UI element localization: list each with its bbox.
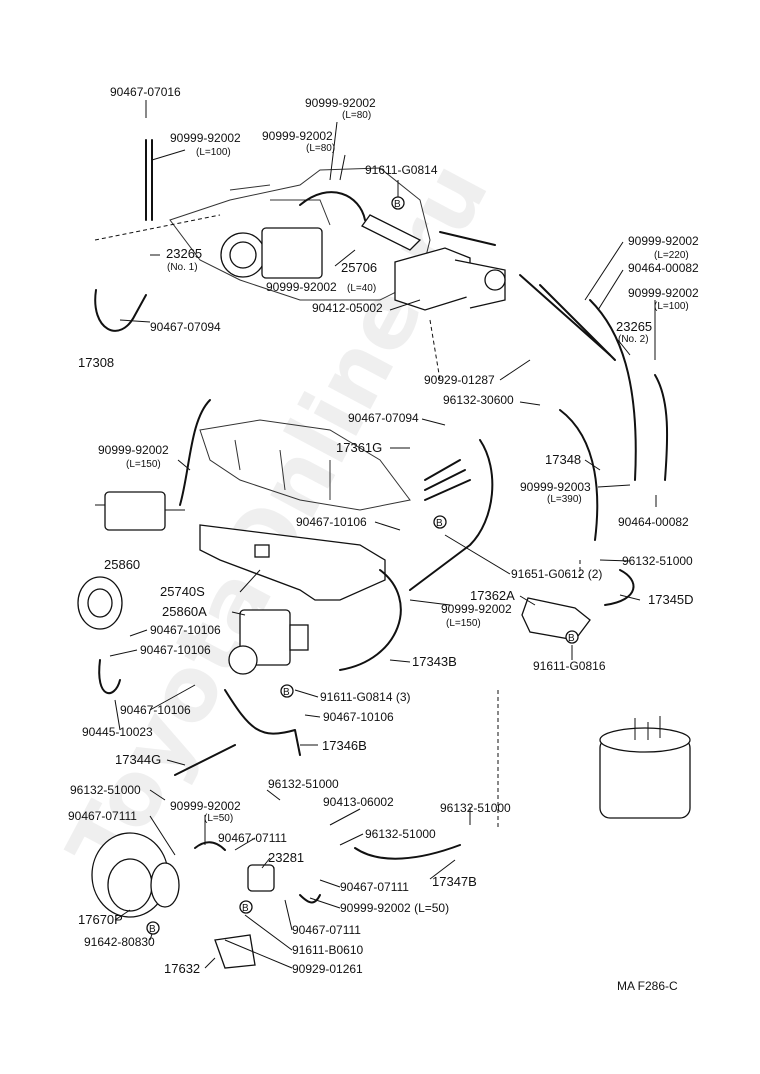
label-l150-left: (L=150) <box>126 459 161 470</box>
label-90413-06002: 90413-06002 <box>323 795 394 809</box>
bolt-markers: B B B B B B <box>146 196 579 935</box>
label-90999-92002-l150-mid: 90999-92002 <box>441 602 512 616</box>
label-91611-g0814: 91611-G0814 <box>365 163 438 177</box>
label-23265-no2: 23265 <box>616 319 652 334</box>
label-17670p: 17670P <box>78 912 123 927</box>
label-23281: 23281 <box>268 850 304 865</box>
label-25740s: 25740S <box>160 584 205 599</box>
label-91611-g0814-3: 91611-G0814 (3) <box>320 690 411 704</box>
label-90467-10106-b: 90467-10106 <box>140 643 211 657</box>
label-17346b: 17346B <box>322 738 367 753</box>
label-17344g: 17344G <box>115 752 161 767</box>
label-90467-10106-a: 90467-10106 <box>150 623 221 637</box>
label-90999-92002-l50-left: 90999-92002 <box>170 799 241 813</box>
label-96132-51000-mid: 96132-51000 <box>365 827 436 841</box>
label-90999-92002-l100-right: 90999-92002 <box>628 286 699 300</box>
label-90467-07094-mid: 90467-07094 <box>348 411 419 425</box>
label-17632: 17632 <box>164 961 200 976</box>
label-96132-51000-left: 96132-51000 <box>70 783 141 797</box>
diagram-code: MA F286-C <box>617 979 678 993</box>
label-90445-10023: 90445-10023 <box>82 725 153 739</box>
label-90464-00082-top: 90464-00082 <box>628 261 699 275</box>
label-l80-top: (L=80) <box>342 110 371 121</box>
label-90999-92002-l80-mid: 90999-92002 <box>262 129 333 143</box>
label-90999-92002-l100-left: 90999-92002 <box>170 131 241 145</box>
svg-text:B: B <box>149 924 156 935</box>
label-90467-07111-bottom: 90467-07111 <box>292 923 361 937</box>
label-91611-g0816: 91611-G0816 <box>533 659 606 673</box>
hoses <box>94 139 669 904</box>
label-91611-b0610: 91611-B0610 <box>292 943 364 957</box>
label-90467-07111-right: 90467-07111 <box>340 880 409 894</box>
svg-text:B: B <box>436 518 443 529</box>
label-l150-mid: (L=150) <box>446 618 481 629</box>
label-no1: (No. 1) <box>167 262 198 273</box>
label-90412-05002: 90412-05002 <box>312 301 383 315</box>
label-90999-92002-l80-top: 90999-92002 <box>305 96 376 110</box>
svg-text:B: B <box>283 687 290 698</box>
svg-text:B: B <box>394 199 401 210</box>
label-90999-92002-l220: 90999-92002 <box>628 234 699 248</box>
label-17348: 17348 <box>545 452 581 467</box>
label-90999-92003: 90999-92003 <box>520 480 591 494</box>
label-90464-00082-bottom: 90464-00082 <box>618 515 689 529</box>
label-90999-92002-l40: 90999-92002 <box>266 280 337 294</box>
label-l100-left: (L=100) <box>196 147 231 158</box>
label-90467-07094-top: 90467-07094 <box>150 320 221 334</box>
label-91642-80830: 91642-80830 <box>84 935 155 949</box>
label-l390: (L=390) <box>547 494 582 505</box>
label-25706: 25706 <box>341 260 377 275</box>
label-l50-left: (L=50) <box>204 813 233 824</box>
label-90929-01261: 90929-01261 <box>292 962 363 976</box>
svg-text:B: B <box>568 633 575 644</box>
label-96132-30600: 96132-30600 <box>443 393 514 407</box>
label-23265-no1: 23265 <box>166 246 202 261</box>
label-l220: (L=220) <box>654 250 689 261</box>
label-90467-10106-d: 90467-10106 <box>323 710 394 724</box>
label-17308: 17308 <box>78 355 114 370</box>
label-90467-07111-center: 90467-07111 <box>218 831 287 845</box>
label-91651-g0612: 91651-G0612 (2) <box>511 567 602 581</box>
label-96132-51000-right: 96132-51000 <box>622 554 693 568</box>
label-l100-right: (L=100) <box>654 301 689 312</box>
label-l80-mid: (L=80) <box>306 143 335 154</box>
label-25860: 25860 <box>104 557 140 572</box>
label-90467-10106-c: 90467-10106 <box>120 703 191 717</box>
label-17362a: 17362A <box>470 588 515 603</box>
label-90467-10106-mid: 90467-10106 <box>296 515 367 529</box>
leader-lines <box>94 100 657 969</box>
label-17347b: 17347B <box>432 874 477 889</box>
label-90999-92002-l150-left: 90999-92002 <box>98 443 169 457</box>
label-96132-51000-center: 96132-51000 <box>268 777 339 791</box>
label-90999-92002-l50-right: 90999-92002 (L=50) <box>340 901 449 915</box>
engine-artwork <box>77 167 691 969</box>
label-25860a: 25860A <box>162 604 207 619</box>
svg-text:B: B <box>242 903 249 914</box>
label-90929-01287: 90929-01287 <box>424 373 495 387</box>
label-17345d: 17345D <box>648 592 694 607</box>
label-96132-51000-lower: 96132-51000 <box>440 801 511 815</box>
label-17361g: 17361G <box>336 440 382 455</box>
label-17343b: 17343B <box>412 654 457 669</box>
label-90467-07016: 90467-07016 <box>110 85 181 99</box>
label-l40: (L=40) <box>347 283 376 294</box>
part-labels: 90467-07016 90999-92002 (L=80) 90999-920… <box>68 85 699 993</box>
label-90467-07111-left: 90467-07111 <box>68 809 137 823</box>
label-no2: (No. 2) <box>618 334 649 345</box>
